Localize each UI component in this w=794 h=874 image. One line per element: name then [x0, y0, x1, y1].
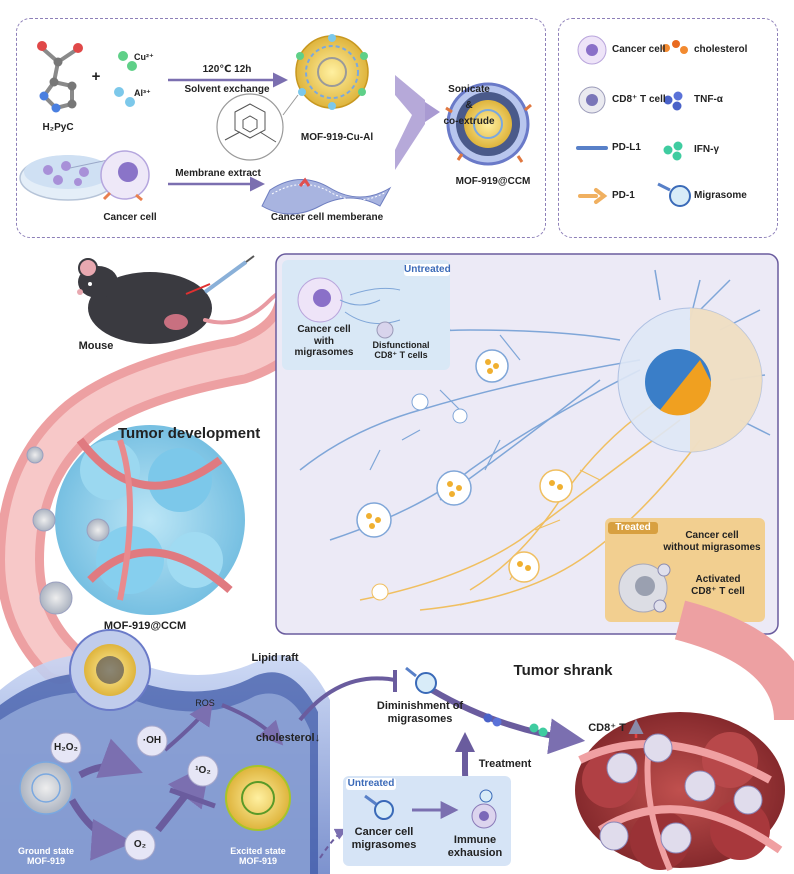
- tnf-dot-1: [483, 713, 493, 723]
- excited-state-label: Excited state MOF-919: [230, 846, 286, 867]
- mof-name-label: MOF-919-Cu-Al: [300, 132, 374, 143]
- inset-cancer-nucleus: [313, 289, 331, 307]
- untreated-bottom-tag: Untreated: [346, 778, 396, 790]
- legend-ifn: IFN-γ: [694, 144, 719, 155]
- legend-cancer-cell: Cancer cell: [612, 44, 666, 55]
- tnf-dot-2: [492, 717, 502, 727]
- cancer-cell-label: Cancer cell: [103, 212, 157, 223]
- ros-label: ROS: [195, 698, 215, 708]
- cancer-with-migrasomes-label: Cancer cell with migrasomes: [294, 324, 354, 358]
- ifn-dot-2: [538, 727, 548, 737]
- al-ion-dot-2: [125, 97, 135, 107]
- immune-exhaustion-label: Immune exhausion: [447, 834, 503, 859]
- coextrude-label: co-extrude: [443, 116, 495, 127]
- h2pyc-molecule: [37, 41, 83, 113]
- migrating-cancer-cell: [617, 307, 763, 453]
- o2-label: O₂: [133, 839, 147, 850]
- ifn-dot-1: [529, 723, 539, 733]
- legend-cholesterol: cholesterol: [694, 44, 748, 55]
- tumor-shrank-label: Tumor shrank: [513, 662, 613, 679]
- tumor-development-label: Tumor development: [118, 425, 261, 442]
- legend-panel: [558, 18, 778, 238]
- lipid-raft-label: Lipid raft: [251, 652, 299, 664]
- treated-tag: Treated: [608, 522, 658, 534]
- inhibit-arrow: [298, 676, 396, 722]
- mof-919-cu-al-crystal: [295, 34, 369, 110]
- mouse-label: Mouse: [78, 340, 114, 352]
- cholesterol-decrease-label: cholesterol↓: [255, 732, 321, 744]
- migrasome-vesicles: [356, 349, 573, 601]
- treated-cancer-nucleus: [635, 576, 655, 596]
- disfunctional-tcells-label: Disfunctional CD8⁺ T cells: [372, 340, 430, 361]
- treated-tcell-1: [657, 563, 671, 577]
- internalized-particle: [69, 629, 151, 711]
- oh-bubble: [136, 725, 168, 757]
- legend-migrasome: Migrasome: [694, 190, 747, 201]
- shrink-arrow: [430, 687, 586, 755]
- migrasome-icon-center: [405, 666, 437, 694]
- amp-label: &: [465, 100, 473, 111]
- cu-ion-dot-2: [127, 61, 137, 71]
- legend-icons: [576, 35, 691, 207]
- particle-in-vessel-1: [26, 446, 44, 464]
- untreated-bottom-box: [343, 776, 511, 866]
- membrane-name-label: Cancer cell memberane: [270, 212, 384, 223]
- treatment-arrow-head: [455, 732, 475, 752]
- merge-arrow-head: [425, 102, 440, 122]
- untreated-tag: Untreated: [404, 264, 451, 276]
- inset-tcell: [376, 321, 394, 339]
- cancer-cell-dish: [19, 150, 150, 202]
- synthesis-condition: 120℃ 12h: [202, 64, 252, 75]
- mof-ccm-label: MOF-919@CCM: [103, 620, 187, 632]
- vessel-right: [674, 600, 794, 722]
- red-tumor: [575, 712, 785, 872]
- exhausted-tcell: [471, 789, 497, 829]
- activated-tcell-label: Activated CD8⁺ T cell: [691, 574, 745, 597]
- treated-tcell-2: [653, 599, 667, 613]
- cu-ion-label: Cu²⁺: [134, 52, 154, 62]
- h2o2-bubble: [50, 732, 82, 764]
- merge-arrow: [395, 75, 425, 170]
- product-label: MOF-919@CCM: [455, 176, 531, 187]
- structure-zoom: [216, 93, 299, 161]
- synthesis-panel: [16, 18, 546, 238]
- synthesis-process: Solvent exchange: [184, 84, 270, 95]
- inset-fibers: [339, 287, 401, 325]
- particle-in-vessel-3: [39, 581, 73, 615]
- legend-pdl1: PD-L1: [612, 142, 641, 153]
- diminishment-label: Diminishment of migrasomes: [376, 700, 464, 725]
- sonicate-label: Sonicate: [448, 84, 490, 95]
- singlet-o2-label: ¹O₂: [195, 765, 211, 776]
- al-ion-dot: [114, 87, 124, 97]
- blue-tumor: [55, 425, 245, 615]
- cancer-cell-migrasomes-label: Cancer cell migrasomes: [351, 826, 417, 851]
- cd8-label: CD8⁺ T: [588, 722, 626, 734]
- treatment-label: Treatment: [478, 758, 532, 770]
- singlet-o2-bubble: [187, 755, 219, 787]
- excited-state-mof: [225, 765, 291, 831]
- without-migrasomes-label: Cancer cell without migrasomes: [663, 530, 761, 553]
- mof-919-ccm-particle: [445, 82, 532, 166]
- legend-tnf: TNF-α: [694, 94, 723, 105]
- particle-in-vessel-2: [32, 508, 56, 532]
- dashed-arrow: [319, 828, 348, 859]
- legend-cd8-tcell: CD8⁺ T cell: [612, 94, 666, 105]
- blood-vessel-inner: [4, 277, 315, 675]
- membrane-extract-label: Membrane extract: [175, 168, 261, 179]
- legend-pd1: PD-1: [612, 190, 635, 201]
- h2o2-label: H₂O₂: [54, 742, 78, 753]
- ground-state-label: Ground state MOF-919: [17, 846, 74, 867]
- mouse-illustration: [77, 255, 302, 344]
- ligand-label: H₂PyC: [42, 122, 74, 133]
- ground-state-mof: [19, 761, 73, 815]
- cancer-cell-membrane-sheet: [261, 177, 392, 215]
- oh-label: ·OH: [142, 735, 162, 746]
- plus-sign: +: [91, 68, 101, 85]
- al-ion-label: Al³⁺: [134, 88, 151, 98]
- particle-in-tumor: [86, 518, 110, 542]
- migrasome-icon-bottom: [364, 794, 394, 820]
- o2-bubble: [124, 829, 156, 861]
- cu-ion-dot: [118, 51, 128, 61]
